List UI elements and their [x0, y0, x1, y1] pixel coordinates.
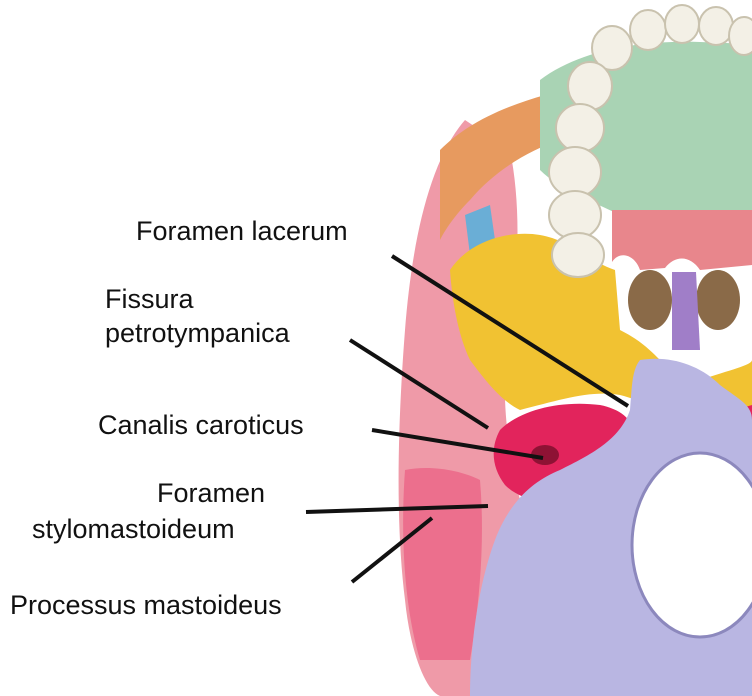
label-processus-mastoideus: Processus mastoideus [10, 588, 282, 622]
palatine-bone [612, 210, 752, 270]
label-fissura-line1: Fissura [105, 282, 194, 316]
mastoid-process [403, 468, 482, 660]
vomer [672, 272, 700, 350]
label-canalis-caroticus: Canalis caroticus [98, 408, 304, 442]
foramen-magnum [632, 453, 752, 637]
label-fissura-line2: petrotympanica [105, 316, 290, 350]
label-foramen-lacerum: Foramen lacerum [136, 214, 348, 248]
choana-left [628, 270, 672, 330]
choana-right [696, 270, 740, 330]
label-foramen-stylo-line2: stylomastoideum [32, 512, 235, 546]
label-foramen-stylo-line1: Foramen [157, 476, 265, 510]
